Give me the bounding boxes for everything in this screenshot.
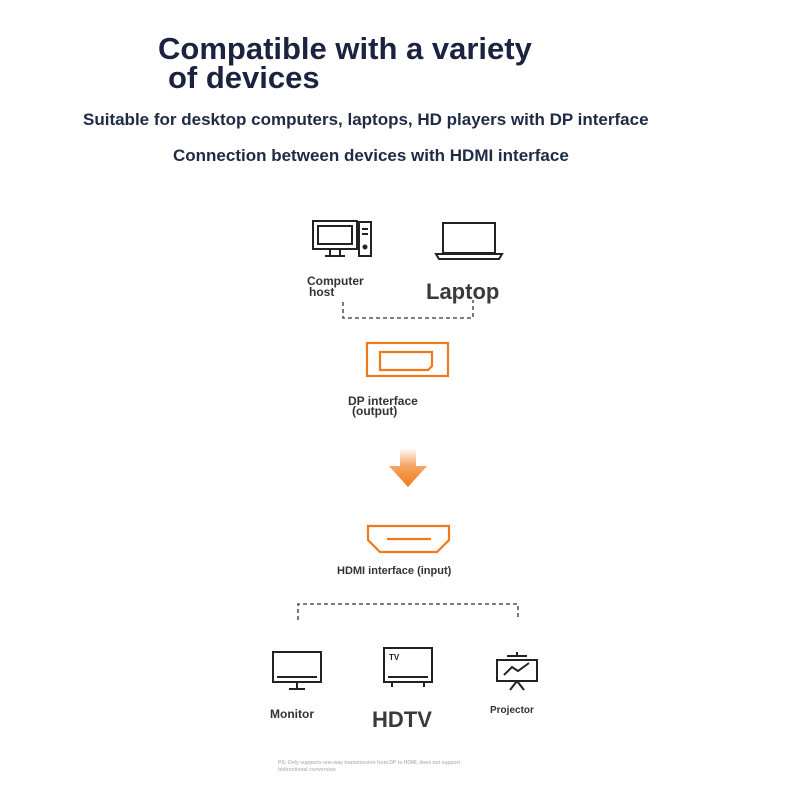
displayport-icon xyxy=(365,341,450,378)
source-connector-line xyxy=(342,300,474,319)
projector-label: Projector xyxy=(490,705,534,716)
hdmi-interface-label: HDMI interface (input) xyxy=(337,565,452,577)
hdtv-label: HDTV xyxy=(372,707,432,732)
desktop-computer-icon xyxy=(312,220,372,257)
page-title: Compatible with a variety of devices xyxy=(158,31,618,95)
laptop-icon xyxy=(434,222,504,260)
subtitle-hdmi-devices: Connection between devices with HDMI int… xyxy=(173,146,569,165)
monitor-label: Monitor xyxy=(270,707,314,721)
footnote: PS: Only supports one-way transmission f… xyxy=(278,760,461,773)
projector-screen-icon xyxy=(496,652,538,691)
subtitle-dp-devices: Suitable for desktop computers, laptops,… xyxy=(83,110,649,129)
tv-icon xyxy=(383,647,433,687)
tv-screen-text: TV xyxy=(389,653,400,662)
laptop-label: Laptop xyxy=(426,279,500,304)
target-connector-line xyxy=(297,603,519,620)
computer-host-label: Computer host xyxy=(307,274,364,299)
dp-interface-label: DP interface (output) xyxy=(348,394,418,418)
monitor-icon xyxy=(272,651,322,690)
down-arrow-icon xyxy=(389,448,427,487)
title-line-2: of devices xyxy=(168,60,320,95)
title-line-1: Compatible with a variety xyxy=(158,31,532,66)
hdmi-port-icon xyxy=(366,524,451,554)
